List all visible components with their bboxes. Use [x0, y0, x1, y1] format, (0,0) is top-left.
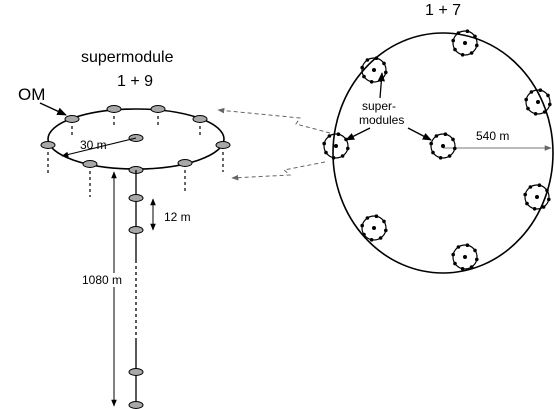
connector-bottom [231, 161, 326, 181]
supermodule-icons [322, 29, 552, 271]
supermodule-icon [360, 56, 388, 84]
om-pointer-arrow [39, 102, 67, 116]
supermodule-icon [429, 132, 457, 160]
om-node [128, 226, 144, 234]
supermodule-icon [451, 243, 479, 271]
supermodules-label-line2: modules [359, 113, 404, 127]
om-node [128, 194, 144, 202]
om-node [215, 141, 231, 149]
supermodule-detail: 30 m 12 m 1080 m OM supermodule 1 + 9 [18, 49, 231, 409]
supermodule-title: supermodule [81, 49, 174, 66]
supermodules-arrow-top [377, 72, 385, 99]
om-label: OM [18, 85, 45, 104]
supermodule-icon [524, 88, 552, 116]
supermodules-label: super- [362, 99, 396, 113]
om-node [177, 159, 193, 167]
supermodules-arrow-left [345, 127, 371, 141]
supermodule-icon [523, 183, 551, 211]
supermodules-arrow-right [407, 127, 432, 141]
detector-overview: 1 + 7 540 m super- modules [322, 2, 554, 274]
om-node [64, 115, 80, 123]
connector-top [217, 107, 331, 134]
supermodule-icon [322, 132, 350, 160]
depth-label: 1080 m [82, 273, 122, 287]
left-count-label: 1 + 9 [117, 73, 153, 90]
om-node [40, 141, 56, 149]
om-node [82, 160, 98, 168]
supermodule-icon [451, 29, 479, 57]
spacing-label: 12 m [164, 210, 191, 224]
right-count-label: 1 + 7 [425, 2, 461, 19]
supermodule-icon [360, 214, 388, 242]
string-oms [128, 194, 144, 409]
radius-large-label: 540 m [476, 129, 509, 143]
radius-small-label: 30 m [80, 138, 107, 152]
om-node [128, 368, 144, 376]
om-node [150, 105, 166, 113]
om-node [106, 105, 122, 113]
detector-ring [332, 32, 554, 274]
om-node [128, 401, 144, 409]
zoom-connectors [217, 107, 331, 181]
radius-small-arrow [61, 137, 137, 158]
ring-oms [40, 105, 231, 174]
om-node [192, 115, 208, 123]
